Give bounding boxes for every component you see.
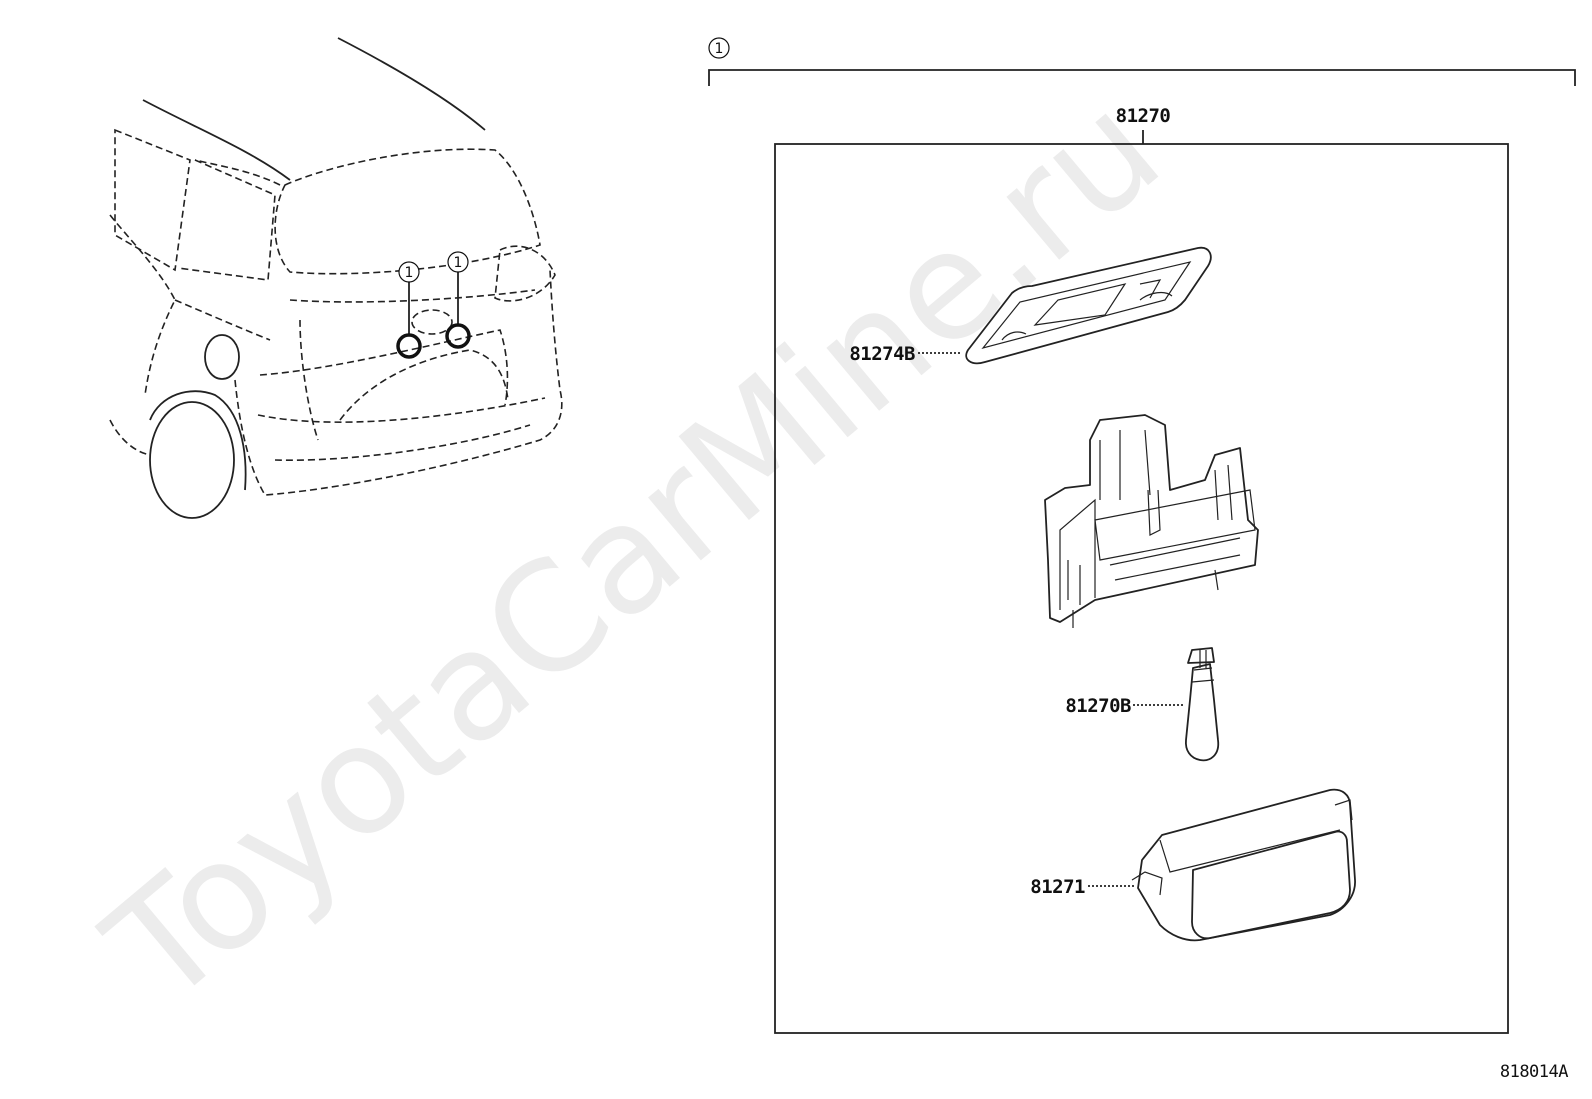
assembly-bracket (708, 69, 1576, 86)
assembly-part-number: 81270 (1116, 105, 1171, 127)
vehicle-rear-view: 1 1 (109, 37, 563, 519)
assembly-frame (774, 143, 1509, 1034)
location-marker-right (445, 323, 471, 349)
part-label-81274B: 81274B (849, 343, 915, 365)
gasket-part (965, 246, 1212, 365)
figure-code: 818014A (1500, 1062, 1568, 1082)
parts-breakdown: 1 81270 81274B (708, 37, 1576, 1034)
callout-number-left: 1 (405, 265, 414, 281)
lens-part (1131, 788, 1356, 942)
location-marker-left (396, 333, 422, 359)
lamp-housing-part (1044, 414, 1259, 628)
part-label-81271: 81271 (1030, 876, 1085, 898)
callout-number-assembly: 1 (715, 41, 724, 57)
callout-bubble-left (398, 261, 420, 283)
callout-bubble-assembly (708, 37, 730, 59)
callout-bubble-right (447, 251, 469, 273)
callout-number-right: 1 (454, 255, 463, 271)
bulb-part (1185, 647, 1220, 762)
part-label-81270B: 81270B (1065, 695, 1131, 717)
watermark-text: ToyotaCarMine.ru (76, 62, 1192, 1038)
